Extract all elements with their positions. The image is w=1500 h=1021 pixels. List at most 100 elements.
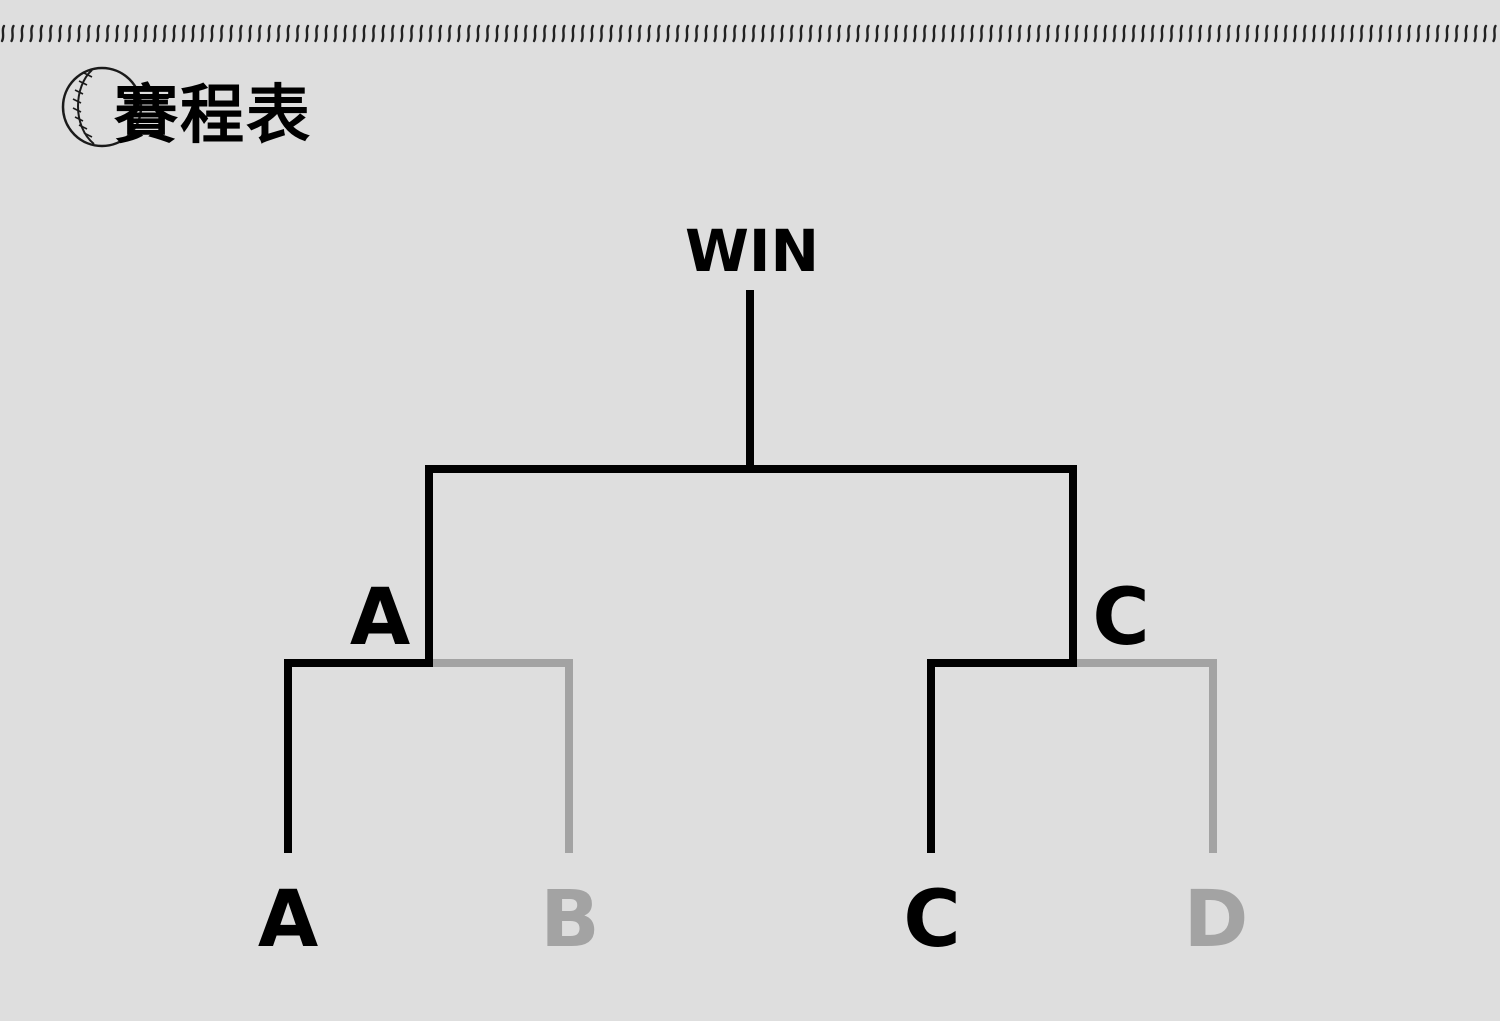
stitch-mark xyxy=(599,24,604,43)
stitch-mark xyxy=(171,24,177,43)
stitch-mark xyxy=(95,24,101,43)
stitch-mark xyxy=(1064,24,1070,43)
stitch-mark xyxy=(0,24,6,43)
stitch-mark xyxy=(143,24,148,43)
stitch-mark xyxy=(1121,24,1127,43)
stitch-mark xyxy=(504,24,509,43)
stitch-mark xyxy=(1226,24,1231,43)
stitch-mark xyxy=(1330,24,1336,43)
stitch-mark xyxy=(447,24,452,43)
stitch-mark xyxy=(1378,24,1383,43)
stitch-mark xyxy=(608,24,614,43)
stitch-mark xyxy=(371,24,376,43)
stitch-mark xyxy=(1387,24,1393,43)
stitch-mark xyxy=(950,24,956,43)
stitch-mark xyxy=(760,24,766,43)
stitch-mark xyxy=(19,24,25,43)
stitch-mark xyxy=(988,24,994,43)
stitch-mark xyxy=(513,24,519,43)
stitch-mark xyxy=(1026,24,1032,43)
stitch-mark xyxy=(323,24,329,43)
stitch-mark xyxy=(846,24,851,43)
stitch-mark xyxy=(1159,24,1165,43)
title-block: 賽程表 xyxy=(58,64,318,164)
stitch-mark xyxy=(1245,24,1250,43)
stitch-mark xyxy=(1083,24,1089,43)
stitch-mark xyxy=(247,24,253,43)
stitch-mark xyxy=(1368,24,1374,43)
stitch-mark xyxy=(713,24,718,43)
stitch-mark xyxy=(456,24,462,43)
seam-stitch xyxy=(78,80,88,86)
stitch-mark xyxy=(580,24,585,43)
semifinal-left-winner-label: A xyxy=(350,573,410,663)
stitch-mark xyxy=(1074,24,1079,43)
stitch-mark xyxy=(162,24,167,43)
stitch-mark xyxy=(1254,24,1260,43)
stitch-mark xyxy=(1188,24,1193,43)
stitch-mark xyxy=(1235,24,1241,43)
stitch-mark xyxy=(922,24,927,43)
stitch-mark xyxy=(722,24,728,43)
stitch-mark xyxy=(38,24,44,43)
stitch-mark xyxy=(874,24,880,43)
stitch-mark xyxy=(1397,24,1402,43)
stitch-mark xyxy=(532,24,538,43)
stitch-mark xyxy=(637,24,642,43)
match-b-line xyxy=(433,659,573,853)
stitch-mark xyxy=(1112,24,1117,43)
stitch-mark xyxy=(285,24,291,43)
team-d-label: D xyxy=(1184,875,1249,965)
stitch-mark xyxy=(485,24,490,43)
stitch-mark xyxy=(1359,24,1364,43)
stitch-mark xyxy=(409,24,414,43)
semifinal-right-winner-label: C xyxy=(1092,573,1149,663)
stitch-mark xyxy=(1036,24,1041,43)
stitch-mark xyxy=(219,24,224,43)
seam-stitch xyxy=(83,72,93,78)
stitch-mark xyxy=(10,24,15,43)
stitch-mark xyxy=(276,24,281,43)
stitch-mark xyxy=(1017,24,1022,43)
stitch-mark xyxy=(1093,24,1098,43)
stitch-mark xyxy=(1178,24,1184,43)
stitch-mark xyxy=(998,24,1003,43)
seam-stitch xyxy=(83,132,93,138)
stitch-mark xyxy=(551,24,557,43)
stitch-mark xyxy=(1425,24,1431,43)
stitch-mark xyxy=(1140,24,1146,43)
stitch-mark xyxy=(1340,24,1345,43)
stitch-mark xyxy=(969,24,975,43)
stitch-mark xyxy=(342,24,348,43)
stitch-mark xyxy=(200,24,205,43)
stitch-mark xyxy=(1216,24,1222,43)
stitch-mark xyxy=(1416,24,1421,43)
stitch-mark xyxy=(1492,24,1497,43)
stitch-mark xyxy=(228,24,234,43)
stitch-mark xyxy=(399,24,405,43)
stitch-mark xyxy=(1454,24,1459,43)
stitch-mark xyxy=(561,24,566,43)
stitch-mark xyxy=(903,24,908,43)
stitch-mark xyxy=(694,24,699,43)
stitch-mark xyxy=(29,24,34,43)
stitch-mark xyxy=(1045,24,1051,43)
stitch-mark xyxy=(209,24,215,43)
stitch-mark xyxy=(1055,24,1060,43)
seam-stitch xyxy=(72,107,82,113)
stitch-mark xyxy=(542,24,547,43)
stitch-mark xyxy=(352,24,357,43)
stitch-mark xyxy=(57,24,63,43)
stitch-mark xyxy=(1482,24,1488,43)
stitch-mark xyxy=(1321,24,1326,43)
stitch-mark xyxy=(428,24,433,43)
stitch-mark xyxy=(1207,24,1212,43)
stitch-mark xyxy=(76,24,82,43)
stitch-mark xyxy=(1473,24,1478,43)
seam-stitch xyxy=(74,89,84,95)
stitch-mark xyxy=(960,24,965,43)
stitch-mark xyxy=(361,24,367,43)
stitch-mark xyxy=(817,24,823,43)
stitch-mark xyxy=(770,24,775,43)
